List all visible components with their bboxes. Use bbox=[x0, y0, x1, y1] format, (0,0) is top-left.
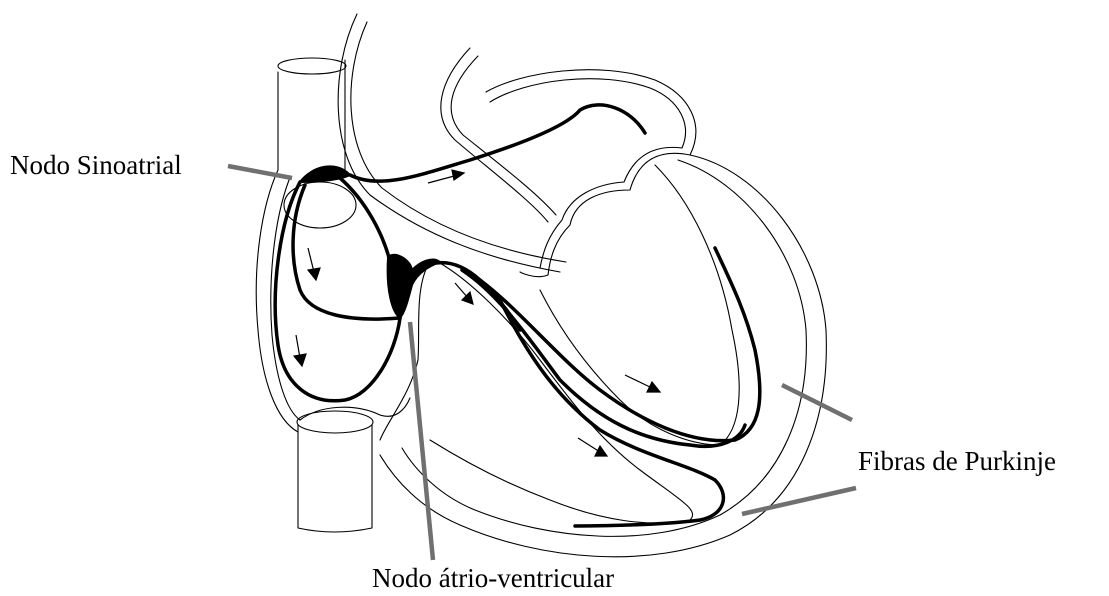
purkinje-fibers-path bbox=[500, 300, 723, 526]
internodal-pathway-anterior bbox=[340, 178, 392, 270]
right-bundle-branch-inner bbox=[462, 270, 745, 446]
pulmonary-artery-outer bbox=[441, 48, 548, 222]
superior-vena-cava bbox=[278, 60, 345, 170]
leader-line-sinoatrial bbox=[228, 166, 292, 178]
arrow-right-branch bbox=[578, 438, 607, 456]
heart-outer-wall-inner bbox=[402, 160, 806, 536]
purkinje-fibers-label: Fibras de Purkinje bbox=[858, 448, 1056, 475]
aorta-inner bbox=[351, 22, 566, 262]
bachmann-bundle bbox=[350, 105, 645, 181]
conduction-arrows bbox=[294, 170, 660, 456]
left-atrium bbox=[486, 70, 696, 277]
leader-line-av-node bbox=[410, 322, 433, 560]
leader-line-purkinje-upper bbox=[782, 385, 852, 420]
arrow-atrium-upper bbox=[308, 248, 320, 280]
inferior-vena-cava bbox=[298, 425, 372, 532]
heart-anatomy-outline bbox=[256, 14, 826, 557]
arrow-left-branch bbox=[625, 375, 660, 392]
arrow-atrium-lower bbox=[294, 335, 306, 366]
right-atrium-wall bbox=[256, 170, 298, 432]
heart-outer-wall bbox=[380, 155, 826, 557]
arrow-his-bundle bbox=[455, 283, 473, 304]
left-bundle-branch bbox=[480, 248, 760, 441]
conduction-system bbox=[275, 105, 760, 526]
av-node-label: Nodo átrio-ventricular bbox=[372, 565, 614, 592]
internodal-pathway-posterior bbox=[275, 182, 400, 401]
tricuspid-valve bbox=[300, 398, 410, 420]
leader-line-purkinje-lower bbox=[742, 488, 856, 514]
superior-vena-cava-opening bbox=[278, 58, 346, 74]
sinoatrial-node-label: Nodo Sinoatrial bbox=[10, 152, 182, 179]
aorta-outer bbox=[338, 14, 560, 272]
